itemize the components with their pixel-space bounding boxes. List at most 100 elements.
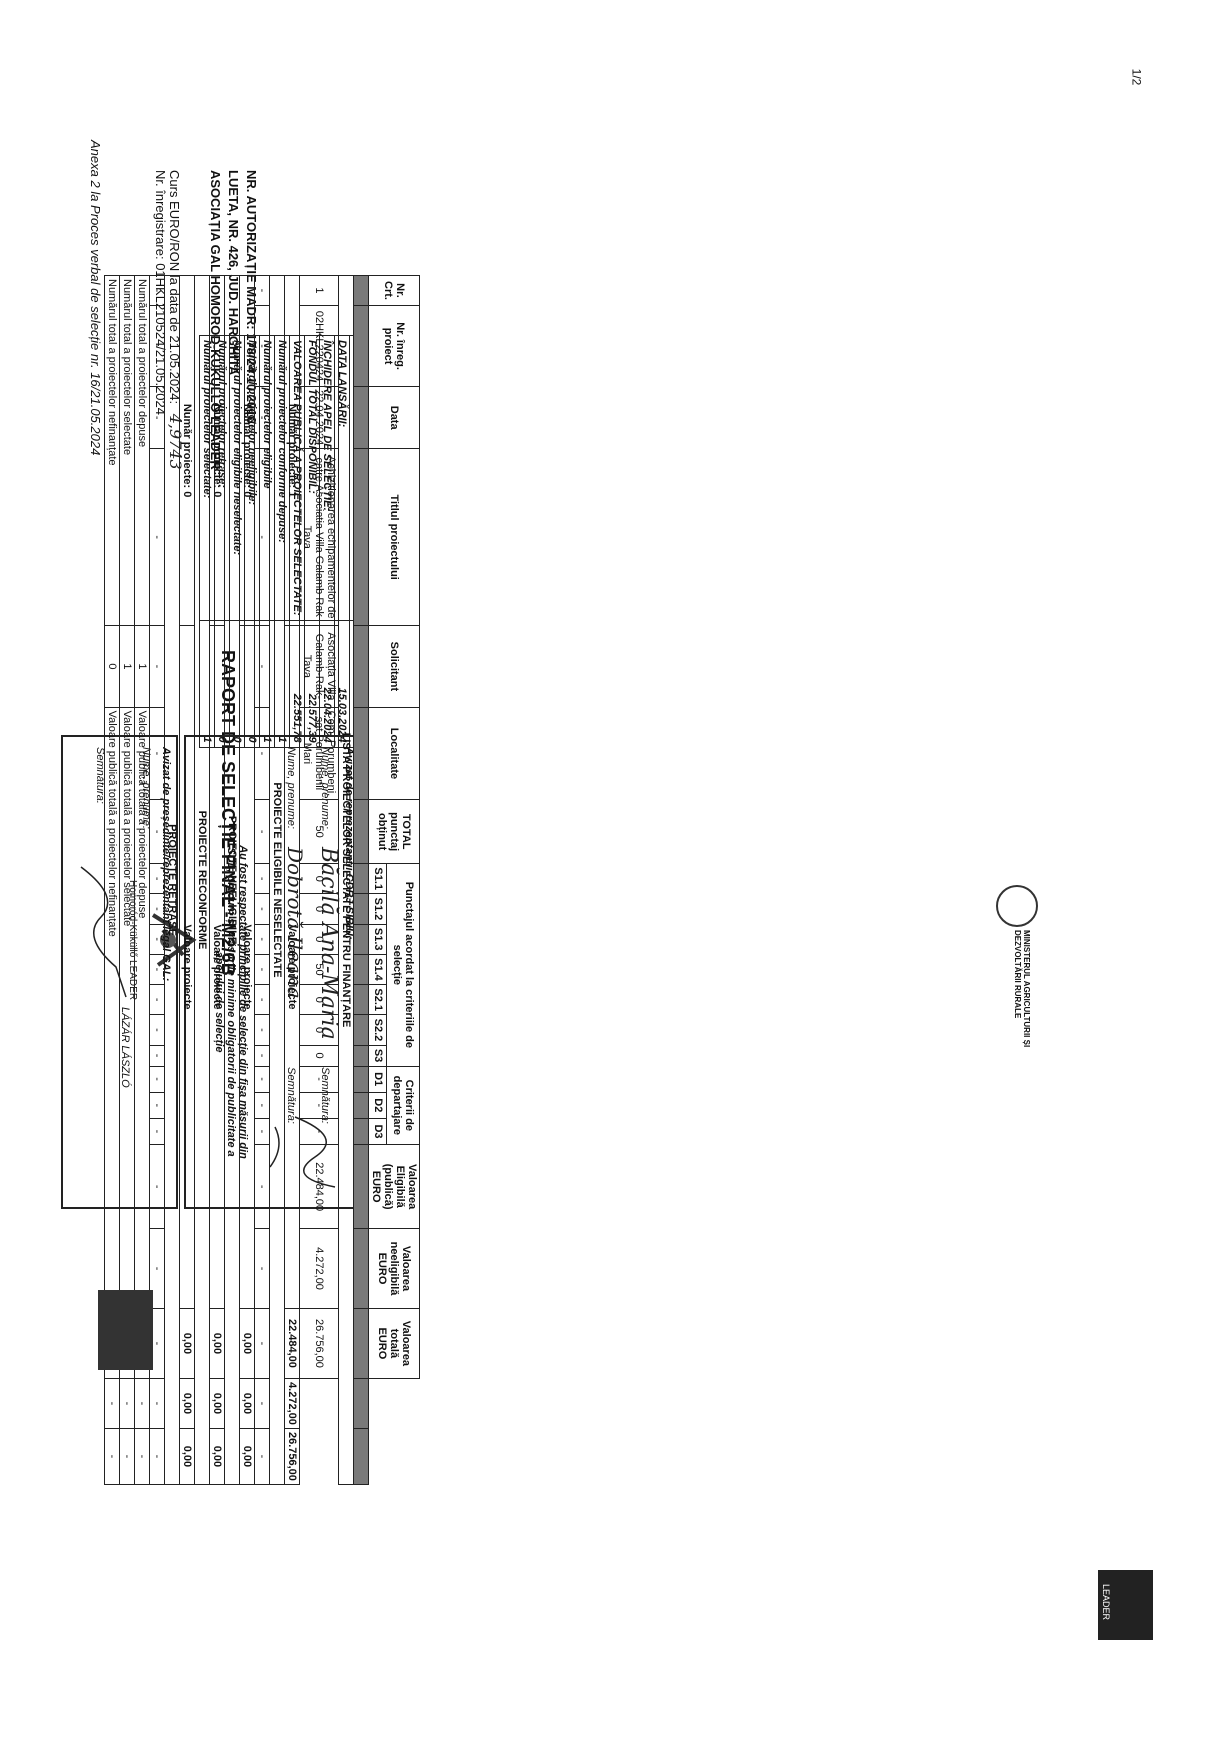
dash-cell: - <box>254 1066 270 1093</box>
dash-cell: - <box>149 1014 165 1046</box>
dash-cell: - <box>254 1045 270 1067</box>
dash-cell: - <box>254 984 270 1015</box>
cell-score: 50 <box>299 954 339 985</box>
col-ineligible: Valoarea neeligibilă EURO <box>368 1228 420 1309</box>
criterion-header: S1.2 <box>368 893 387 925</box>
withdrawn-heading-cell: PROIECTE RETRASE <box>164 275 180 1485</box>
column-number: 16 <box>353 1092 369 1119</box>
ineligible-heading-cell: PROIECTE NEELIGIBILE <box>224 275 240 1485</box>
cell-dep: - <box>299 1066 339 1093</box>
column-number: 1 <box>353 275 369 306</box>
column-number: 8 <box>353 863 369 894</box>
column-number: 22 <box>353 1428 369 1485</box>
gal-logo <box>143 910 203 970</box>
dash-cell: - <box>149 1066 165 1093</box>
cdrj-box: Avizat de reprezentanții CDRJ SIBIU: Num… <box>184 735 361 1209</box>
criterion-header: S2.2 <box>368 1014 387 1046</box>
cdrj-signature-icon <box>269 1116 336 1188</box>
dash-cell: - <box>149 863 165 894</box>
totals-value-label: Valoare publică totală a proiectelor nef… <box>104 707 120 1309</box>
summary-total: 0,00 <box>179 1428 195 1485</box>
summary-ineligible: 0,00 <box>239 1378 255 1429</box>
column-number: 18 <box>353 1144 369 1229</box>
dash-cell: - <box>254 1308 270 1379</box>
col-dep: Criterii de departajare <box>386 1066 420 1145</box>
summary-total: 26.756,00 <box>284 1428 300 1485</box>
dash-cell: - <box>254 799 270 864</box>
column-number: 2 <box>353 305 369 387</box>
dash-cell: - <box>149 954 165 985</box>
summary-count: Număr proiecte: 1 <box>284 275 300 626</box>
dash-cell: - <box>254 707 270 800</box>
dash-cell: - <box>254 275 270 306</box>
cell-title: Achiziționarea echipamentelor de catre A… <box>299 448 339 626</box>
criterion-header: S2.1 <box>368 984 387 1015</box>
criterion-header: S1.3 <box>368 924 387 955</box>
summary-count: Număr proiecte: 0 <box>209 275 225 626</box>
criterion-header: S1.4 <box>368 954 387 985</box>
column-number: 11 <box>353 954 369 985</box>
column-number: 14 <box>353 1045 369 1067</box>
withdrawn-heading: PROIECTE RETRASE <box>164 275 180 1485</box>
cell-nr: 1 <box>299 275 339 306</box>
ministry-emblem <box>996 885 1038 927</box>
col-nr: Nr. Crt. <box>368 275 420 306</box>
totals-label: Numărul total a proiectelor nefinanțate <box>104 275 120 626</box>
selected-heading: LISTA PROIECTELOR SELECTATE PENTRU FINAN… <box>338 275 354 1485</box>
totals-dash: - <box>119 1378 135 1429</box>
cell-score: 0 <box>299 863 339 894</box>
dash-cell: - <box>254 954 270 985</box>
cell-score: 0 <box>299 984 339 1015</box>
eligible-unselected-row: ---------------------- <box>254 275 270 1485</box>
totals-dash: - <box>119 1428 135 1485</box>
column-number: 7 <box>353 799 369 864</box>
dash-cell: - <box>254 863 270 894</box>
column-number: 21 <box>353 1378 369 1429</box>
col-reg: Nr. înreg. proiect <box>368 305 420 387</box>
cell-applicant: Asociația Villa Galamb-Rak-Tava <box>299 625 339 708</box>
dash-cell: - <box>149 893 165 925</box>
summary-ineligible: 4.272,00 <box>284 1378 300 1429</box>
criterion-header: S1.1 <box>368 863 387 894</box>
cell-total_value: 26.756,00 <box>299 1308 339 1379</box>
dep-criterion-header: D2 <box>368 1092 387 1119</box>
col-eligible: Valoarea Eligibilă (publică) EURO <box>368 1144 420 1229</box>
col-scores: Punctajul acordat la criteriile de selec… <box>386 863 420 1067</box>
eu-flag <box>98 1290 153 1370</box>
totals-value-label: Valoare publică totală a proiectelor dep… <box>134 707 150 1309</box>
leader-logo-text: LEADER <box>1101 1584 1111 1621</box>
column-number: 15 <box>353 1066 369 1093</box>
cell-ineligible: 4.272,00 <box>299 1228 339 1309</box>
cell-dep: - <box>299 1092 339 1119</box>
dash-cell: - <box>149 1378 165 1429</box>
dep-criterion-header: D1 <box>368 1066 387 1093</box>
dash-cell: - <box>254 924 270 955</box>
cell-dep: - <box>299 1118 339 1145</box>
dash-cell: - <box>254 305 270 387</box>
summary-total: 0,00 <box>239 1428 255 1485</box>
totals-dash: - <box>134 1378 150 1429</box>
selected-heading-cell: LISTA PROIECTELOR SELECTATE PENTRU FINAN… <box>338 275 354 1485</box>
column-number: 20 <box>353 1308 369 1379</box>
totals-dash: - <box>134 1428 150 1485</box>
totals-label: Numărul total a proiectelor depuse <box>134 275 150 626</box>
dash-cell: - <box>149 924 165 955</box>
summary-label: Valoare proiecte <box>179 625 195 1309</box>
col-title: Titlul proiectului <box>368 448 420 626</box>
summary-count: Număr proiecte: 0 <box>179 275 195 626</box>
summary-ineligible: 0,00 <box>179 1378 195 1429</box>
dash-cell: - <box>149 386 165 449</box>
summary-eligible: 22.484,00 <box>284 1308 300 1379</box>
cell-score: 0 <box>299 1014 339 1046</box>
totals-dash: - <box>104 1428 120 1485</box>
cell-reg: 02HKL220424 <box>299 305 339 387</box>
nonconform-heading: PROIECTE RECONFORME <box>194 275 210 1485</box>
nonconform-heading-cell: PROIECTE RECONFORME <box>194 275 210 1485</box>
summary-label: Valoare proiecte <box>284 625 300 1309</box>
dash-cell: - <box>254 386 270 449</box>
eligible-unselected-heading: PROIECTE ELIGIBILE NESELECTATE <box>269 275 285 1485</box>
